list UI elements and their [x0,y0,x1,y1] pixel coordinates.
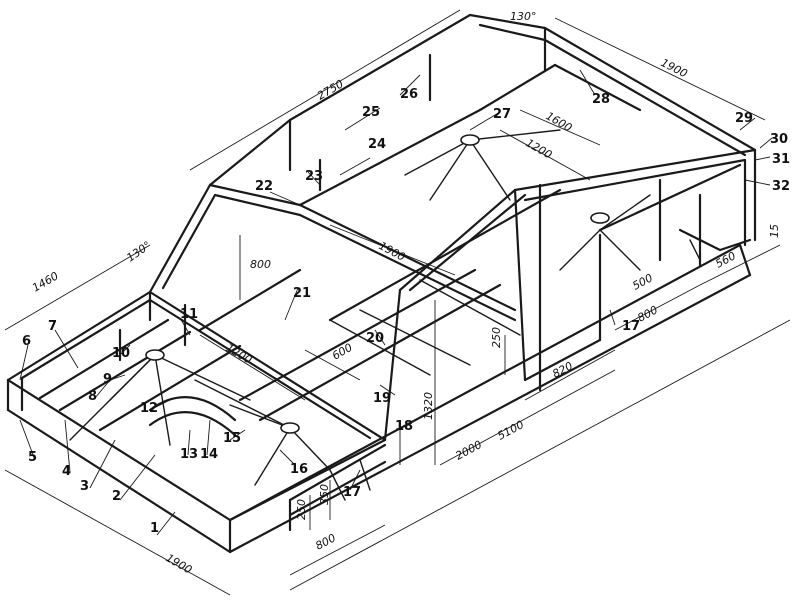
a-pillar-far [148,183,302,294]
part-label-7: 7 [48,319,57,334]
suspension-hubs [145,134,610,434]
part-label-17-rear: 17 [622,319,640,334]
roof-far-rail [468,13,757,152]
part-label-9: 9 [103,372,112,387]
front-box [6,290,387,522]
dim-sill-height-b: 350 [318,484,331,505]
dim-front-length: 1460 [30,269,61,294]
part-label-14: 14 [200,447,218,462]
dim-front-width: 1900 [164,551,195,576]
part-label-24: 24 [368,137,386,152]
part-label-2: 2 [112,489,121,504]
dim-cabin-length: 2000 [453,438,484,463]
part-label-6: 6 [22,334,31,349]
part-label-30: 30 [770,132,788,147]
part-label-21: 21 [293,286,311,301]
part-label-3: 3 [80,479,89,494]
bottom-rail-near [6,243,742,522]
part-label-11: 11 [180,307,198,322]
part-label-27: 27 [493,107,511,122]
dim-rear-angle: 130° [510,10,537,23]
part-label-4: 4 [62,464,71,479]
dim-tail-height: 15 [768,224,781,238]
dim-mid-span: 820 [550,359,575,380]
part-label-28: 28 [592,92,610,107]
dim-rear-post: 500 [630,271,655,292]
part-label-25: 25 [362,105,380,120]
rear-left-hub [460,134,480,146]
leader-lines [19,69,773,536]
part-label-19: 19 [373,391,391,406]
part-label-17-front: 17 [343,485,361,500]
dim-mid-height: 250 [490,327,503,348]
dim-front-angle: 130° [124,239,153,265]
dim-rear-track: 1200 [524,136,555,161]
dim-front-inner: 600 [330,341,355,363]
part-label-22: 22 [255,179,273,194]
part-label-23: 23 [305,169,323,184]
dim-front-track: 1200 [224,341,255,366]
rear-right-hub [590,212,610,224]
part-label-26: 26 [400,87,418,102]
part-label-20: 20 [366,331,384,346]
dim-cabin-height: 1320 [422,392,435,420]
dim-front-overhang: 800 [313,531,338,552]
part-label-32: 32 [772,179,790,194]
part-label-16: 16 [290,462,308,477]
part-label-8: 8 [88,389,97,404]
part-label-15: 15 [223,431,241,446]
front-left-hub [145,349,165,361]
dim-overall-length: 5100 [495,418,526,443]
part-label-29: 29 [735,111,753,126]
part-label-18: 18 [395,419,413,434]
front-right-hub [280,422,300,434]
part-numbers: 1 2 3 4 5 6 7 8 9 10 11 12 13 14 15 16 1… [22,87,790,536]
dimension-lines [4,9,791,596]
dim-rear-width: 1900 [659,56,690,80]
part-label-5: 5 [28,450,37,465]
part-label-10: 10 [112,346,130,361]
part-label-1: 1 [150,521,159,536]
dim-roof-length: 2750 [315,77,346,102]
part-label-31: 31 [772,152,790,167]
dim-front-height: 800 [250,258,271,271]
part-label-12: 12 [140,401,158,416]
dim-sill-height: 250 [295,499,308,520]
part-label-13: 13 [180,447,198,462]
